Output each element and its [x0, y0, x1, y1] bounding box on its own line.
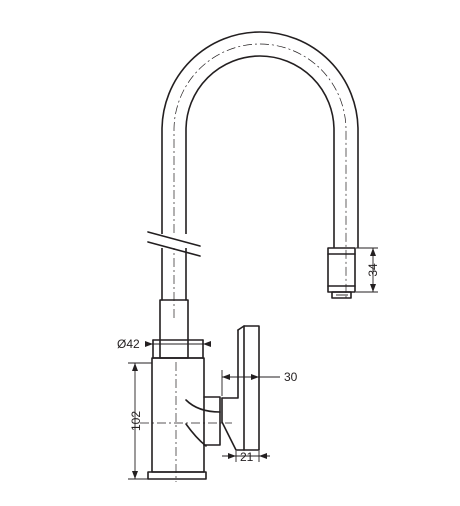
spout-tube [161, 31, 359, 318]
faucet-body [140, 357, 232, 482]
dimension-label-102: 102 [129, 411, 143, 431]
dimension-body-height: 102 [128, 362, 152, 480]
dimension-lever-offset: 21 [222, 450, 270, 464]
dimension-body-diameter: Ø42 [117, 337, 211, 351]
dimension-label-30: 30 [284, 370, 298, 384]
break-marks [147, 231, 201, 257]
dimension-label-21: 21 [240, 450, 254, 464]
side-outlet [185, 396, 221, 447]
dimension-label-34: 34 [366, 263, 380, 277]
neck-collar [152, 299, 204, 359]
faucet-base [147, 471, 207, 480]
lever-handle [221, 325, 260, 451]
spout-head [327, 247, 356, 299]
dimension-lever-width: 30 [221, 370, 298, 396]
dimension-label-diameter: Ø42 [117, 337, 140, 351]
dimension-spout-end: 34 [356, 247, 380, 293]
